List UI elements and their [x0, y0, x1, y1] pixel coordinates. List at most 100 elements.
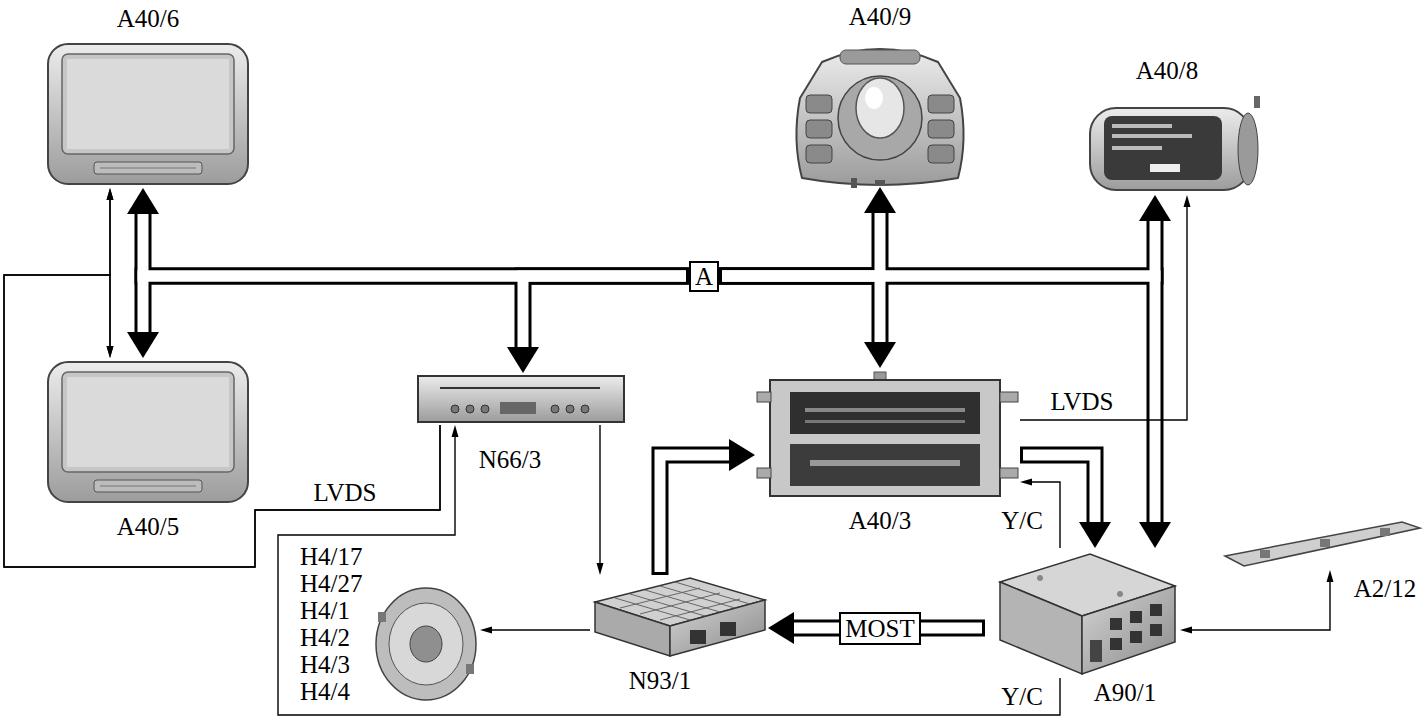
speaker-frame — [376, 588, 476, 700]
component-box: A2/12 — [1222, 518, 1422, 570]
player-button — [451, 405, 459, 413]
bus-arrow-outline — [143, 276, 689, 334]
arrowhead — [452, 425, 459, 437]
controller-knob-base — [838, 76, 922, 160]
module-connector — [1150, 604, 1162, 616]
bus-arrow-fill — [722, 211, 880, 276]
part-label: N93/1 — [629, 668, 692, 693]
screen-line — [1150, 164, 1180, 172]
player-button — [466, 405, 474, 413]
controller-panel — [796, 49, 963, 185]
component-box: A40/5 — [45, 358, 250, 508]
signal-line — [1190, 580, 1330, 630]
bus-arrow-fill — [143, 212, 686, 276]
signal-line — [1020, 205, 1187, 420]
component-box: A40/8 — [1085, 92, 1263, 195]
arrowhead — [1020, 479, 1032, 486]
bar-tab — [1380, 528, 1390, 536]
speaker-cap — [410, 626, 442, 662]
amp-connector — [720, 622, 736, 636]
signal-line — [599, 425, 600, 565]
monitor-slot — [100, 168, 196, 169]
display-bracket — [1254, 96, 1260, 108]
module-screw — [1037, 575, 1043, 581]
display-unit — [1090, 96, 1260, 190]
monitor-frame — [48, 362, 248, 502]
display-housing — [1090, 108, 1250, 190]
unit-slot — [805, 408, 965, 412]
bus-arrow-outline — [660, 455, 731, 575]
arrowhead — [1180, 627, 1192, 634]
pin-list: H4/17 H4/27 H4/1 H4/2 H4/3 H4/4 — [300, 543, 363, 705]
amp-side — [670, 600, 765, 656]
mount-tab — [1000, 392, 1018, 402]
bus-arrow-fill — [660, 455, 731, 572]
controller-button — [806, 95, 832, 113]
arrowhead — [729, 439, 755, 471]
arrowhead-layer — [107, 187, 1334, 644]
disc-slot — [440, 387, 600, 389]
bus-arrow-fill — [722, 276, 1155, 524]
controller-stub — [851, 178, 857, 188]
antenna-bar — [1225, 522, 1420, 566]
amp-grille — [615, 582, 750, 620]
bus-arrow-outline — [719, 211, 880, 276]
signal-label: Y/C — [999, 508, 1045, 533]
unit-slot — [810, 460, 960, 466]
arrowhead — [768, 612, 794, 644]
signal-line — [278, 435, 1060, 715]
controller-knob — [856, 78, 904, 138]
mount-tab — [1000, 468, 1018, 478]
module-front — [1000, 582, 1082, 674]
arrowhead — [1184, 195, 1191, 207]
signal-line — [490, 629, 590, 630]
bus-label: A — [695, 264, 713, 289]
component-box: A40/9 — [795, 35, 965, 187]
monitor-slot — [94, 480, 202, 492]
bus-box: A — [689, 261, 719, 292]
arrowhead — [127, 188, 159, 214]
control-module — [1000, 554, 1175, 674]
controller-button — [806, 145, 832, 163]
monitor-screen — [67, 377, 229, 467]
monitor-screen — [62, 372, 234, 472]
bus-arrow-fill — [523, 276, 686, 349]
monitor-slot — [100, 486, 196, 487]
part-label: A40/9 — [849, 4, 912, 29]
controller-unit — [796, 49, 963, 188]
component-box: A40/3 — [755, 368, 1020, 500]
speaker-tab — [466, 664, 474, 674]
mount-tab — [757, 468, 771, 478]
unit-panel — [790, 444, 980, 486]
head-unit — [757, 372, 1018, 496]
bus-arrow-outline — [719, 276, 1155, 524]
component-box: N66/3 — [415, 373, 627, 425]
part-label: A40/3 — [849, 508, 912, 533]
arrowhead — [480, 627, 492, 634]
module-connector — [1110, 618, 1122, 630]
player-button — [481, 405, 489, 413]
arrowhead — [127, 332, 159, 358]
player-button — [566, 405, 574, 413]
signal-line — [4, 198, 440, 567]
arrowhead — [107, 346, 114, 358]
signal-line-layer — [4, 198, 1330, 715]
part-label: A40/5 — [117, 514, 180, 539]
monitor-slot — [94, 162, 202, 174]
module-connector — [1150, 624, 1162, 636]
unit-housing — [770, 380, 1000, 496]
player-button — [551, 405, 559, 413]
part-label: A40/6 — [117, 6, 180, 31]
arrowhead — [507, 347, 539, 373]
monitor-screen — [67, 59, 229, 149]
controller-button — [928, 145, 954, 163]
player-display — [500, 402, 536, 414]
arrowhead — [107, 188, 114, 200]
amplifier — [595, 578, 765, 656]
part-label: N66/3 — [479, 447, 542, 472]
monitor-screen — [62, 54, 234, 154]
signal-label: LVDS — [312, 480, 379, 505]
arrowhead — [1327, 570, 1334, 582]
component-box: H4/17 H4/27 H4/1 H4/2 H4/3 H4/4 — [372, 585, 480, 703]
